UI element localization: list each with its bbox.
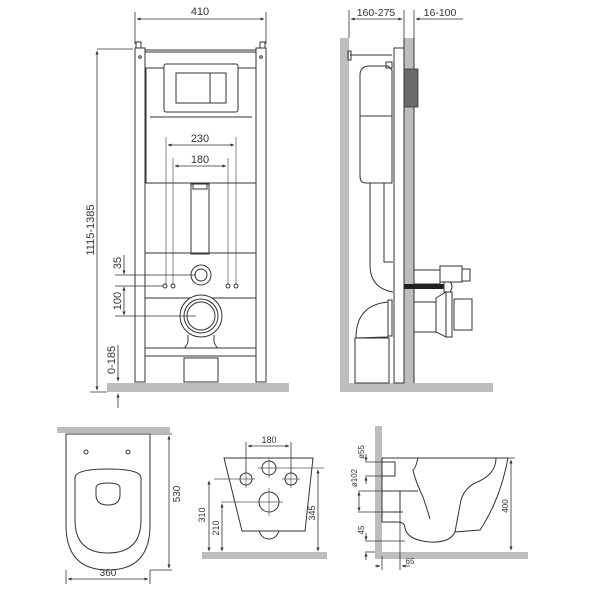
bowl-height-label: 400 <box>501 499 510 513</box>
floor-side-view <box>375 552 528 559</box>
floor-adjust-label: 0-185 <box>106 346 118 374</box>
bowl-side-view: ø55 ø102 45 400 65 <box>350 426 528 570</box>
frame-post-left <box>134 47 146 383</box>
bottom-offset-label: 45 <box>357 525 366 534</box>
floor-slab-side <box>340 383 493 392</box>
bowl-outline-back <box>223 457 314 532</box>
inlet-offset-label: 35 <box>112 257 124 269</box>
inlet-height-label: 345 <box>307 505 317 520</box>
drain-height-label: 210 <box>211 520 221 535</box>
bolt-rod <box>404 284 444 289</box>
seat-outline <box>74 468 142 554</box>
flush-plate <box>163 63 239 113</box>
floor-slab <box>107 383 289 392</box>
side-view: 160-275 16-100 <box>340 7 493 392</box>
wall-finish-label: 16-100 <box>424 7 457 19</box>
inlet-diameter-label: ø55 <box>357 445 366 459</box>
floor-back-view <box>202 552 327 559</box>
front-view: 410 230 180 1115-1385 35 100 0-185 <box>85 6 289 408</box>
bowl-depth-label: 530 <box>172 485 183 502</box>
bolt-spacing-outer-label: 230 <box>191 133 209 145</box>
bowl-back-view: 180 310 210 345 <box>197 435 327 559</box>
frame-height-label: 1115-1385 <box>85 205 97 256</box>
flush-actuator <box>403 68 419 108</box>
bowl-width-label: 360 <box>100 568 117 579</box>
frame-depth-label: 160-275 <box>357 7 396 19</box>
bowl-top-view: 530 360 <box>57 427 183 584</box>
bowl-outline-side <box>381 457 509 543</box>
bolt-height-label: 310 <box>197 507 207 522</box>
back-bolt-spacing-label: 180 <box>261 435 276 445</box>
bowl-outline-top <box>65 433 151 571</box>
finish-wall <box>404 38 414 383</box>
frame-post-right <box>255 47 267 383</box>
front-width-label: 410 <box>191 6 209 18</box>
wall-top-view <box>57 427 170 433</box>
bolt-spacing-inner-label: 180 <box>191 154 209 166</box>
drain-diameter-label: ø102 <box>350 468 359 487</box>
back-wall <box>340 38 349 392</box>
drain-offset-label: 100 <box>112 292 124 310</box>
drain-offset-side-label: 65 <box>406 557 415 566</box>
frame-profile <box>393 47 405 384</box>
cistern <box>359 65 393 184</box>
